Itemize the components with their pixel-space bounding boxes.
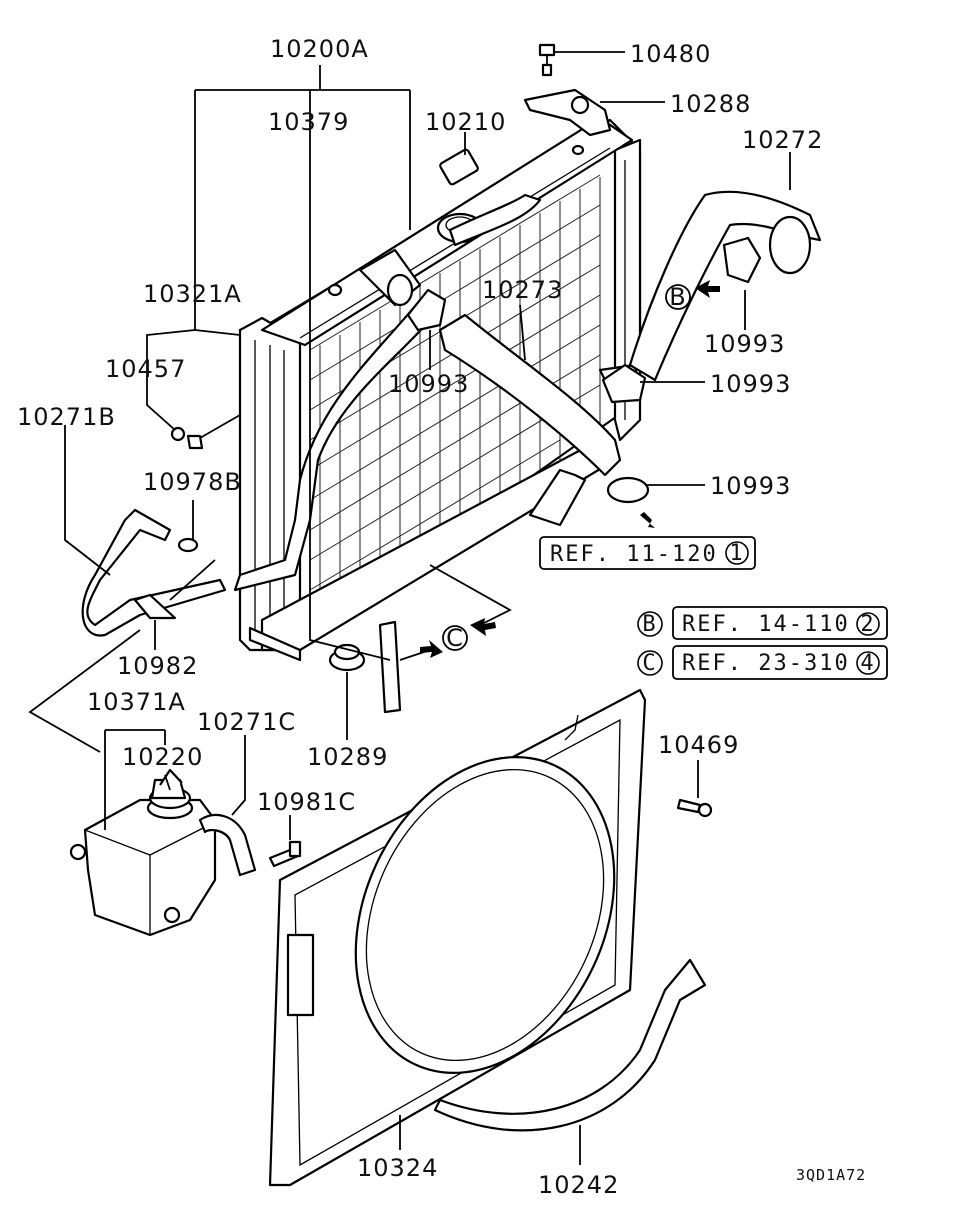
label-10289: 10289 [307,743,388,771]
label-10978b: 10978B [143,468,242,496]
label-10371a: 10371A [87,688,186,716]
bolt-10469 [676,798,713,818]
label-10220: 10220 [122,743,203,771]
label-10210: 10210 [425,108,506,136]
label-10982: 10982 [117,652,198,680]
label-10993-left: 10993 [388,370,469,398]
svg-text:REF. 23-310: REF. 23-310 [682,651,850,676]
overflow-hose-10379 [233,298,432,592]
label-10469: 10469 [658,731,739,759]
svg-text:1: 1 [729,541,744,566]
label-10480: 10480 [630,40,711,68]
label-10321a: 10321A [143,280,242,308]
bolt-10480 [538,43,556,77]
label-10981c: 10981C [257,788,356,816]
reserve-tank [69,768,217,937]
clamp-upper-left [406,288,447,332]
overflow-pipe-top [448,193,542,247]
label-10200a: 10200A [270,35,369,63]
svg-text:REF. 14-110: REF. 14-110 [682,612,850,637]
label-10324: 10324 [357,1154,438,1182]
fan-shroud-10324 [268,688,647,1187]
lower-hose-10273 [438,313,622,477]
ref-box-14-110: B REF. 14-110 2 [637,606,888,640]
bolt-10981c [268,840,302,868]
leader-lines [28,51,791,1165]
clip-10978b [177,537,199,553]
hose-10271b [81,508,227,637]
label-10457: 10457 [105,355,186,383]
ref-box-23-310: C REF. 23-310 4 [637,645,888,680]
label-10242: 10242 [538,1171,619,1199]
plug-10457-washer [170,426,186,442]
svg-text:C: C [446,624,464,652]
upper-hose-10272 [628,190,822,382]
label-10993-lower: 10993 [710,472,791,500]
svg-text:C: C [642,651,657,676]
plug-10457-bolt [186,434,204,450]
label-10993-mid: 10993 [710,370,791,398]
svg-text:2: 2 [860,612,875,637]
marker-c-lower: C [442,624,468,652]
radiator-core [238,116,642,662]
bracket-10288 [523,88,612,137]
radiator-cap-seal [439,148,479,186]
clamp-mid [601,363,647,404]
svg-text:4: 4 [860,651,875,676]
ref-box-11-120: REF. 11-120 1 [539,536,756,570]
marker-b-upper: B [665,283,691,311]
label-10273: 10273 [482,276,563,304]
clip-10982 [133,593,177,620]
label-10271b: 10271B [17,403,116,431]
label-10271c: 10271C [197,708,296,736]
pipe-c [378,620,402,714]
clamp-b [722,236,762,284]
svg-text:B: B [669,283,686,311]
clamp-lower [606,476,650,504]
diagram-code: 3QD1A72 [796,1166,866,1184]
label-10272: 10272 [742,126,823,154]
hose-10271c [198,813,257,877]
direction-arrows [420,280,720,658]
label-10993-b: 10993 [704,330,785,358]
lower-shroud-10242 [433,958,707,1132]
svg-text:REF. 11-120: REF. 11-120 [550,542,718,567]
label-10288: 10288 [670,90,751,118]
svg-text:B: B [642,612,657,637]
label-10379: 10379 [268,108,349,136]
